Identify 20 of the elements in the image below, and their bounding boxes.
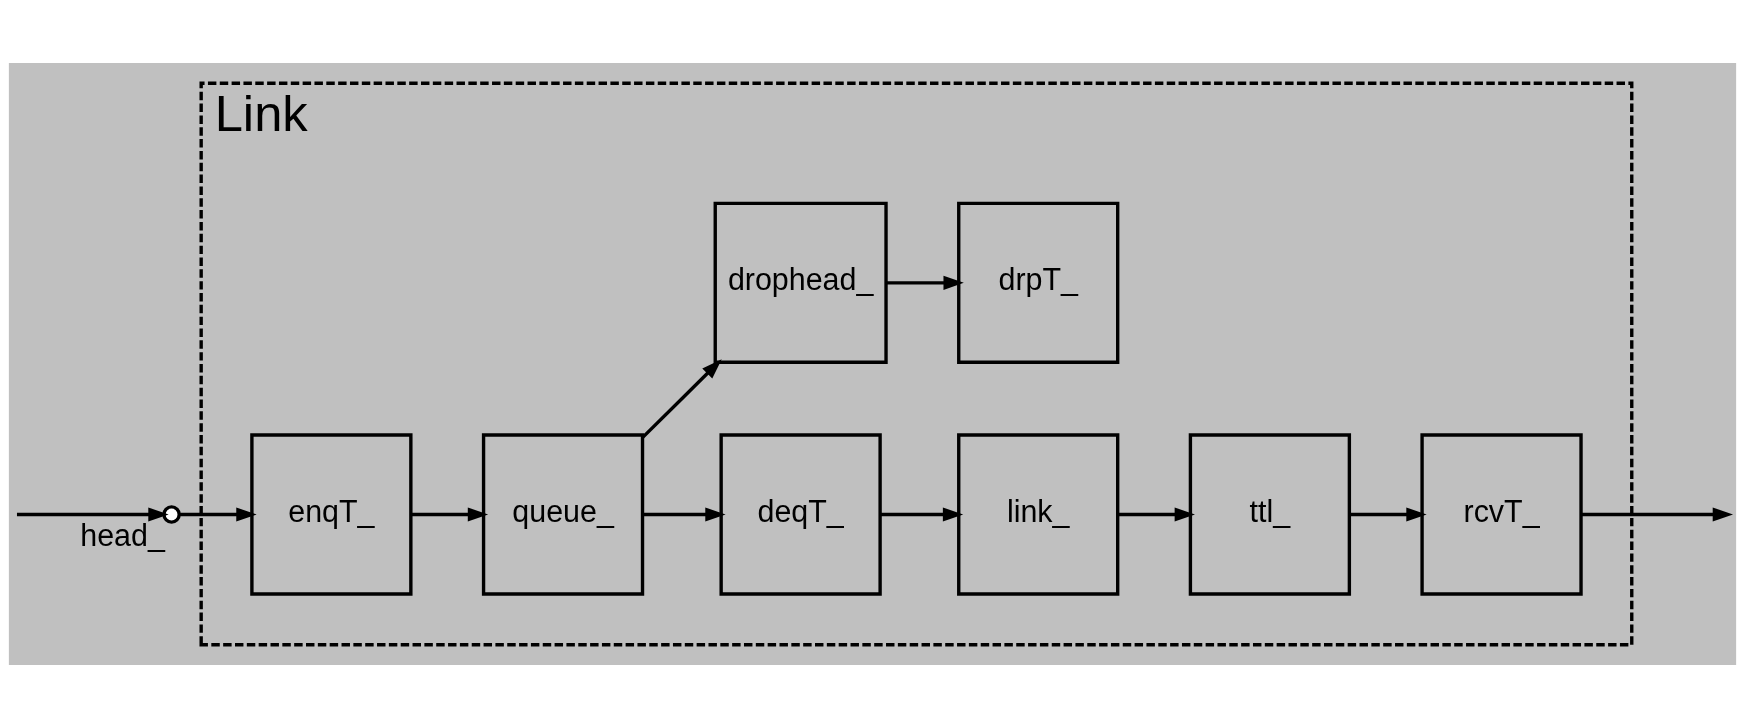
node-box: queue_ xyxy=(481,433,645,596)
arrow xyxy=(16,507,169,522)
arrow xyxy=(1581,507,1734,522)
node-box: link_ xyxy=(957,433,1120,596)
node-box: enqT_ xyxy=(250,433,413,596)
arrow xyxy=(1117,507,1195,522)
node-circle xyxy=(162,505,181,524)
node-box: drpT_ xyxy=(957,201,1120,364)
node-box: deqT_ xyxy=(719,433,882,596)
arrow xyxy=(880,507,964,522)
node-box: drophead_ xyxy=(713,201,888,364)
arrow xyxy=(411,507,489,522)
node-box: rcvT_ xyxy=(1420,433,1583,596)
node-box: ttl_ xyxy=(1188,433,1352,596)
arrow xyxy=(179,507,257,522)
arrow xyxy=(641,359,722,439)
node-label: head_ xyxy=(80,518,165,553)
arrow xyxy=(1349,507,1427,522)
arrow xyxy=(886,275,964,290)
arrow xyxy=(642,507,726,522)
